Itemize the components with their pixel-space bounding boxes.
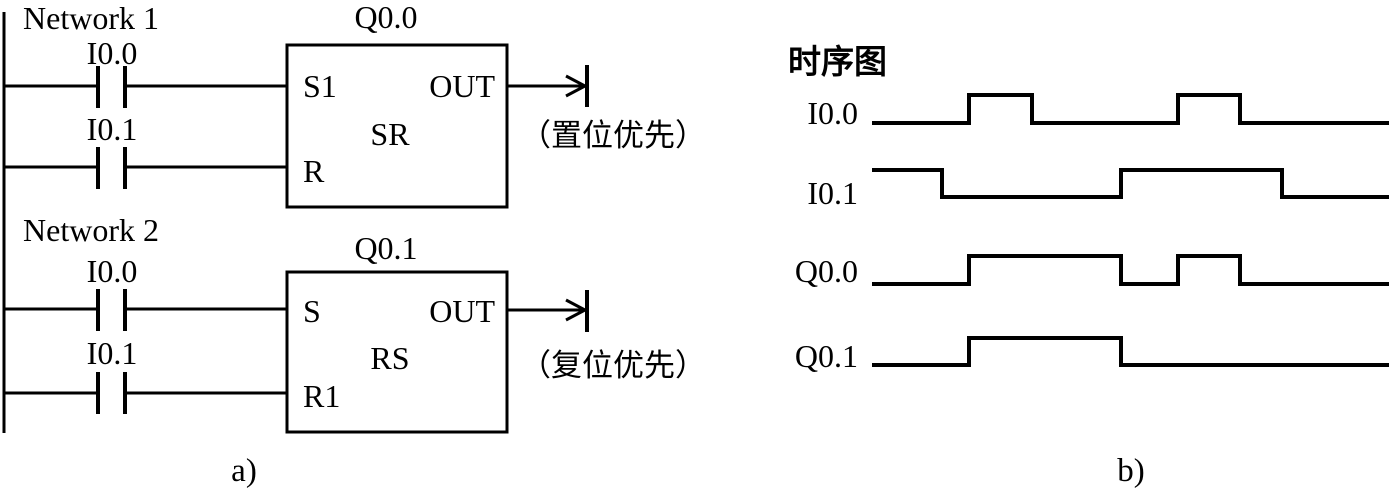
rs-input-s-label: S [303, 293, 321, 329]
timing-title: 时序图 [788, 44, 887, 81]
rs-block-output-address: Q0.1 [354, 230, 417, 266]
timing-row-label-i00: I0.0 [807, 95, 858, 131]
timing-row-label-q00: Q0.0 [795, 253, 858, 289]
waveform-I0.1 [872, 168, 1389, 199]
network2-contact1-label: I0.0 [87, 253, 138, 289]
caption-a: a) [231, 453, 257, 489]
rs-input-r1-label: R1 [303, 378, 340, 414]
waveform-Q0.1 [872, 336, 1389, 367]
sr-block-output-address: Q0.0 [354, 0, 417, 35]
rs-block-type: RS [370, 340, 409, 376]
sr-input-s1-label: S1 [303, 68, 337, 104]
network1-contact2-label: I0.1 [87, 111, 138, 147]
sr-input-r-label: R [303, 153, 325, 189]
network1-title: Network 1 [23, 0, 159, 36]
waveform-Q0.0 [872, 254, 1389, 286]
ladder-diagram: Network 1 I0.0 I0.1 Q0.0 S1 OUT SR R [2, 0, 706, 489]
waveforms [872, 93, 1389, 367]
timing-row-label-i01: I0.1 [807, 175, 858, 211]
network2-annotation: （复位优先） [520, 348, 706, 383]
ladder-network-2: Network 2 I0.0 I0.1 Q0.1 S OUT RS R1 [4, 212, 706, 434]
ladder-network-1: Network 1 I0.0 I0.1 Q0.0 S1 OUT SR R [4, 0, 706, 209]
network2-title: Network 2 [23, 212, 159, 248]
caption-b: b) [1117, 453, 1145, 489]
network1-annotation: （置位优先） [520, 118, 706, 153]
sr-block-type: SR [370, 116, 410, 152]
rs-out-label: OUT [429, 293, 495, 329]
timing-diagram: 时序图 I0.0 I0.1 Q0.0 Q0.1 b) [788, 44, 1389, 489]
network1-contact1-label: I0.0 [87, 35, 138, 71]
sr-out-label: OUT [429, 68, 495, 104]
waveform-I0.0 [872, 93, 1389, 125]
rs-block-border [285, 270, 509, 434]
network2-contact2-label: I0.1 [87, 335, 138, 371]
sr-block-border [285, 43, 509, 209]
timing-row-label-q01: Q0.1 [795, 338, 858, 374]
